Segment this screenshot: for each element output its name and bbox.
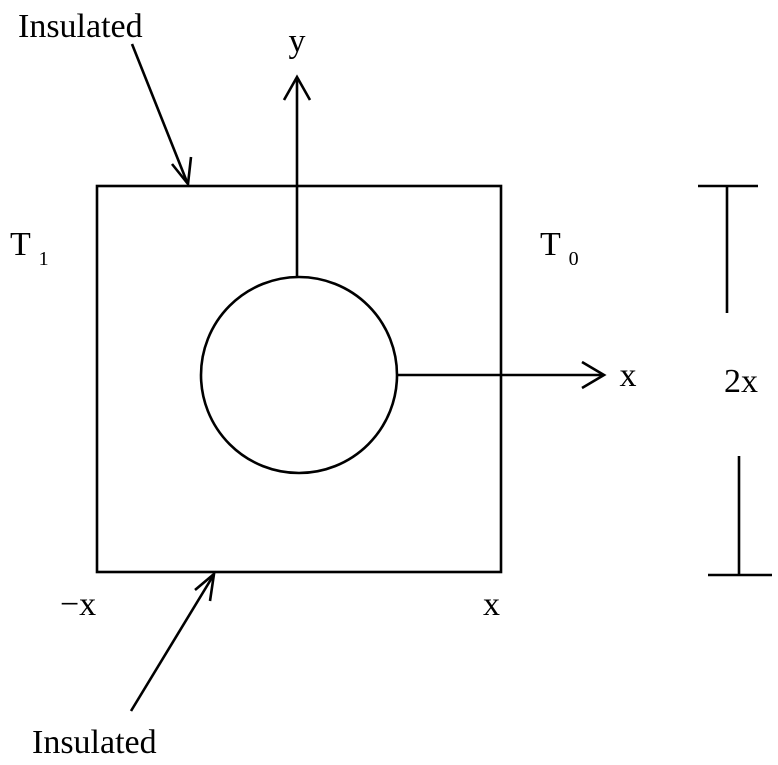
right-temperature-label: T 0: [540, 226, 579, 270]
left-temperature-label: T 1: [10, 226, 49, 270]
left-bound-label: −x: [60, 586, 96, 623]
y-axis-label: y: [289, 23, 306, 60]
circular-hole: [199, 275, 399, 475]
insulated-top-arrowhead: [170, 156, 193, 188]
dimension-label: 2x: [724, 363, 758, 400]
insulated-top-label: Insulated: [18, 8, 143, 45]
right-temperature-subscript: 0: [569, 248, 579, 270]
x-axis-label: x: [620, 357, 637, 394]
square-plate: [95, 184, 503, 574]
insulated-top-arrow: [130, 43, 189, 183]
insulated-bottom-arrowhead: [194, 570, 216, 602]
insulated-bottom-label: Insulated: [32, 724, 157, 761]
left-temperature-symbol: T: [10, 226, 31, 263]
y-axis-arrowhead: [282, 74, 312, 101]
right-bound-label: x: [483, 586, 500, 623]
insulated-bottom-arrow: [129, 575, 215, 712]
x-axis-arrowhead: [581, 360, 607, 390]
right-temperature-symbol: T: [540, 226, 561, 263]
left-temperature-subscript: 1: [39, 248, 49, 270]
